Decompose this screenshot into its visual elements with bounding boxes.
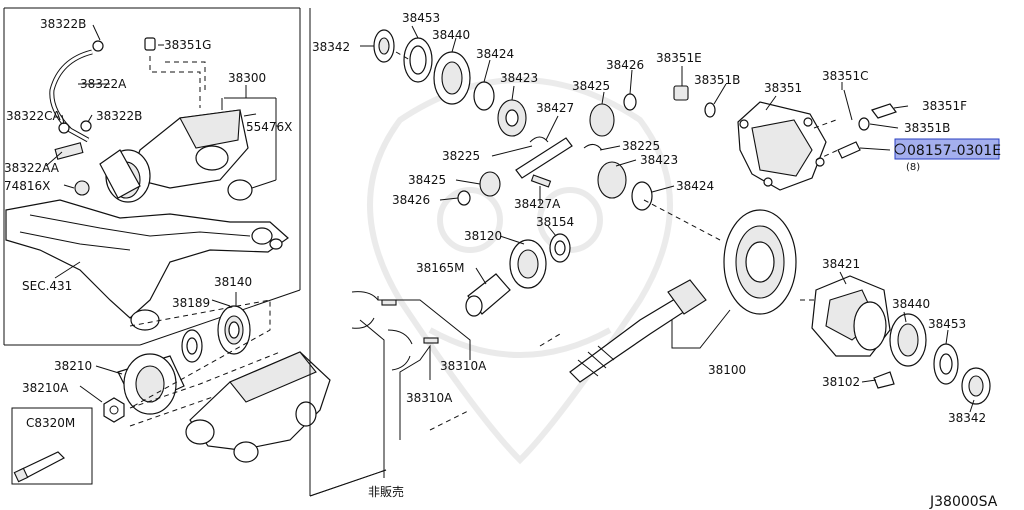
rear-cover-section (673, 66, 909, 191)
label-38351F[interactable]: 38351F (922, 99, 967, 113)
label-38453-top[interactable]: 38453 (402, 11, 440, 25)
label-74816X[interactable]: 74816X (4, 179, 50, 193)
label-38322B-b[interactable]: 38322B (96, 109, 142, 123)
label-38426-top[interactable]: 38426 (606, 58, 644, 72)
label-08157-qty: (8) (906, 162, 920, 173)
label-38426-mid[interactable]: 38426 (392, 193, 430, 207)
lower-left-parts (11, 292, 291, 485)
label-38424-top[interactable]: 38424 (476, 47, 514, 61)
label-38351E[interactable]: 38351E (656, 51, 702, 65)
label-38342-bot[interactable]: 38342 (948, 411, 986, 425)
label-38310A-a[interactable]: 38310A (440, 359, 487, 373)
label-38322A[interactable]: 38322A (80, 77, 127, 91)
label-38165M[interactable]: 38165M (416, 261, 465, 275)
label-38440-top[interactable]: 38440 (432, 28, 470, 42)
label-38423-mid[interactable]: 38423 (640, 153, 678, 167)
label-38424-mid[interactable]: 38424 (676, 179, 714, 193)
label-38100[interactable]: 38100 (708, 363, 746, 377)
label-38351[interactable]: 38351 (764, 81, 802, 95)
label-38300[interactable]: 38300 (228, 71, 266, 85)
label-C8320M[interactable]: C8320M (26, 416, 75, 430)
label-38102[interactable]: 38102 (822, 375, 860, 389)
label-38189[interactable]: 38189 (172, 296, 210, 310)
label-38154[interactable]: 38154 (536, 215, 574, 229)
label-38425-b[interactable]: 38425 (408, 173, 446, 187)
pinion-bearing-stack (373, 29, 721, 241)
label-55476X[interactable]: 55476X (246, 120, 292, 134)
label-38425-a[interactable]: 38425 (572, 79, 610, 93)
label-sec-431[interactable]: SEC.431 (22, 279, 72, 293)
label-38225-a[interactable]: 38225 (442, 149, 480, 163)
label-38210A[interactable]: 38210A (22, 381, 69, 395)
label-38427A[interactable]: 38427A (514, 197, 561, 211)
diagram-code: J38000SA (929, 494, 998, 510)
leaders-center (360, 25, 675, 204)
part-labels: 38322B 38351G 38322A 38322CA 38322B 3832… (4, 11, 1001, 510)
label-38427[interactable]: 38427 (536, 101, 574, 115)
label-38421[interactable]: 38421 (822, 257, 860, 271)
watermark-emblem (367, 77, 673, 465)
diff-carrier-assembly (99, 98, 257, 203)
label-38322CA[interactable]: 38322CA (6, 109, 62, 123)
label-38120[interactable]: 38120 (464, 229, 502, 243)
highlighted-part-08157[interactable]: 08157-0301E (8) (894, 138, 1001, 173)
label-38351B-b[interactable]: 38351B (904, 121, 950, 135)
label-38322AA[interactable]: 38322AA (4, 161, 60, 175)
label-38453-bot[interactable]: 38453 (928, 317, 966, 331)
drive-pinion-section (309, 209, 797, 497)
label-38351C[interactable]: 38351C (822, 69, 869, 83)
label-not-sold[interactable]: 非販売 (368, 484, 404, 499)
label-38210[interactable]: 38210 (54, 359, 92, 373)
diff-housing-lower (129, 351, 331, 463)
diff-case-set (800, 271, 991, 413)
leaders-left (45, 24, 278, 279)
label-38440-bot[interactable]: 38440 (892, 297, 930, 311)
label-38310A-b[interactable]: 38310A (406, 391, 453, 405)
label-38351G[interactable]: 38351G (164, 38, 211, 52)
label-38322B[interactable]: 38322B (40, 17, 86, 31)
rear-subframe (5, 199, 289, 331)
label-38423-top[interactable]: 38423 (500, 71, 538, 85)
left-frame (3, 7, 301, 346)
label-38342-top[interactable]: 38342 (312, 40, 350, 54)
label-38225-b[interactable]: 38225 (622, 139, 660, 153)
label-38351B-a[interactable]: 38351B (694, 73, 740, 87)
label-08157-0301E[interactable]: 08157-0301E (907, 143, 1001, 159)
label-38140[interactable]: 38140 (214, 275, 252, 289)
